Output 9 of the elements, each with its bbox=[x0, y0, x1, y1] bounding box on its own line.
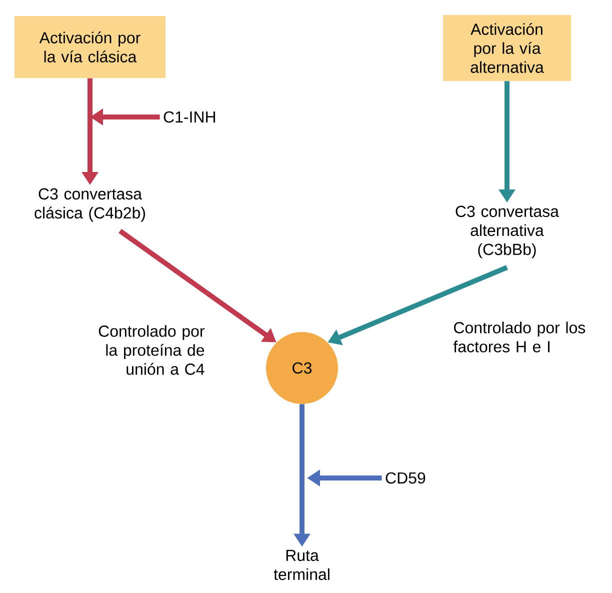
node-text: C1-INH bbox=[164, 111, 216, 123]
node-text: CD59 bbox=[386, 472, 426, 484]
activation-box: Activación por la vía alternativa bbox=[443, 15, 571, 81]
node-text: C3 convertasa clásica (C4b2b) bbox=[34, 188, 145, 222]
annotation-text: Controlado por los factores H e I bbox=[453, 322, 586, 352]
node-text: Ruta terminal bbox=[274, 550, 330, 580]
activation-box: Activación por la vía clásica bbox=[14, 16, 166, 78]
annotation-text: Controlado por la proteína de unión a C4 bbox=[98, 325, 205, 375]
node-text: C3 convertasa alternativa (C3bBb) bbox=[456, 206, 559, 258]
